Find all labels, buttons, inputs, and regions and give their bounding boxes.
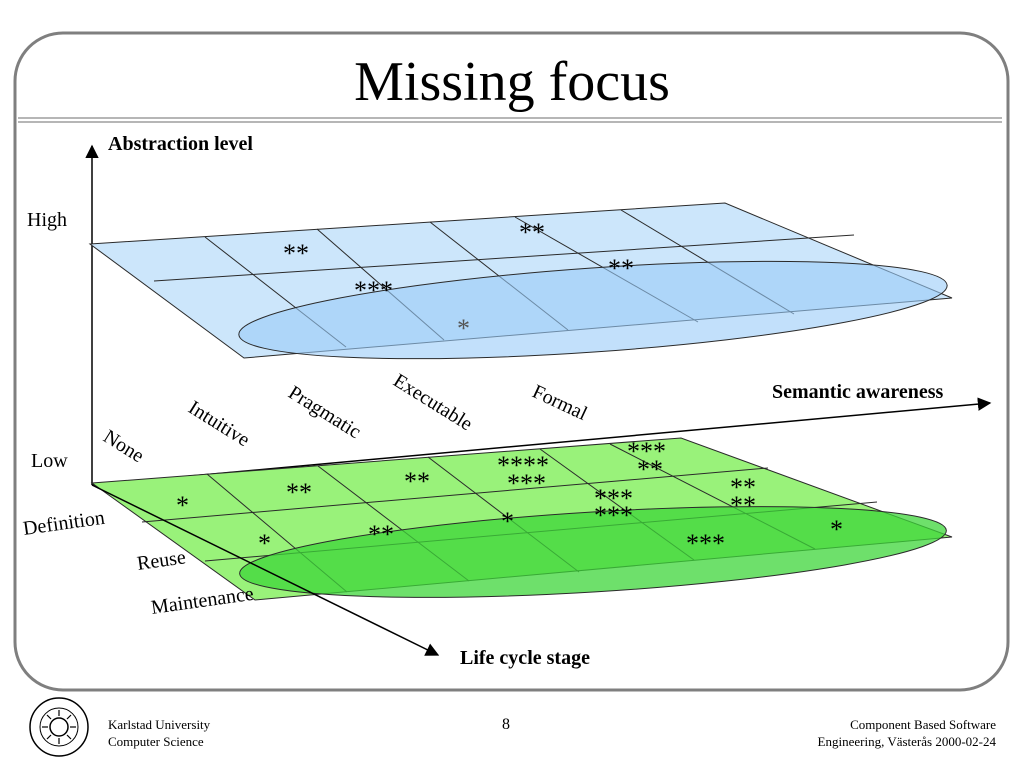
footer-university: Karlstad University [108, 717, 211, 732]
low-mark: **** [497, 451, 549, 480]
level-high: High [27, 209, 67, 231]
footer-venue-date: Engineering, Västerås 2000-02-24 [817, 734, 996, 749]
low-mark: ** [404, 467, 430, 496]
low-mark: ** [730, 491, 756, 520]
lifecycle-axis [91, 484, 440, 656]
slide-title: Missing focus [354, 51, 670, 113]
low-mark: ** [730, 473, 756, 502]
university-logo [29, 697, 89, 757]
low-mark: * [176, 491, 189, 520]
high-mark: ** [519, 218, 545, 247]
low-plane-marks: * ** ** **** *** *** ** ** ** * *** *** … [176, 437, 843, 558]
high-plane-ellipse [238, 260, 948, 360]
page-number: 8 [502, 716, 510, 733]
footer-course: Component Based Software [850, 717, 996, 732]
low-mark: *** [686, 529, 725, 558]
low-mark: ** [637, 455, 663, 484]
footer-left: Karlstad University Computer Science [108, 716, 210, 750]
low-mark: *** [594, 484, 633, 513]
low-mark: * [830, 515, 843, 544]
low-plane-ellipse [239, 506, 947, 598]
semantic-axis-label: Semantic awareness [772, 381, 943, 403]
low-mark: ** [368, 520, 394, 549]
high-plane-marks: ** ** *** ** * [283, 218, 634, 343]
high-mark: *** [354, 276, 393, 305]
low-mark: ** [368, 520, 394, 549]
high-mark: ** [608, 254, 634, 283]
footer-right: Component Based Software Engineering, Vä… [818, 716, 996, 750]
level-low: Low [31, 450, 68, 472]
lifecycle-axis-label: Life cycle stage [460, 647, 590, 669]
low-mark: ** [286, 478, 312, 507]
footer-department: Computer Science [108, 734, 204, 749]
vertical-axis-label: Abstraction level [108, 133, 253, 155]
low-mark: *** [627, 437, 666, 466]
low-mark: *** [594, 501, 633, 530]
high-mark: * [457, 314, 470, 343]
low-mark: * [258, 529, 271, 558]
low-mark: *** [507, 469, 546, 498]
high-mark: ** [283, 239, 309, 268]
low-mark: * [501, 507, 514, 536]
